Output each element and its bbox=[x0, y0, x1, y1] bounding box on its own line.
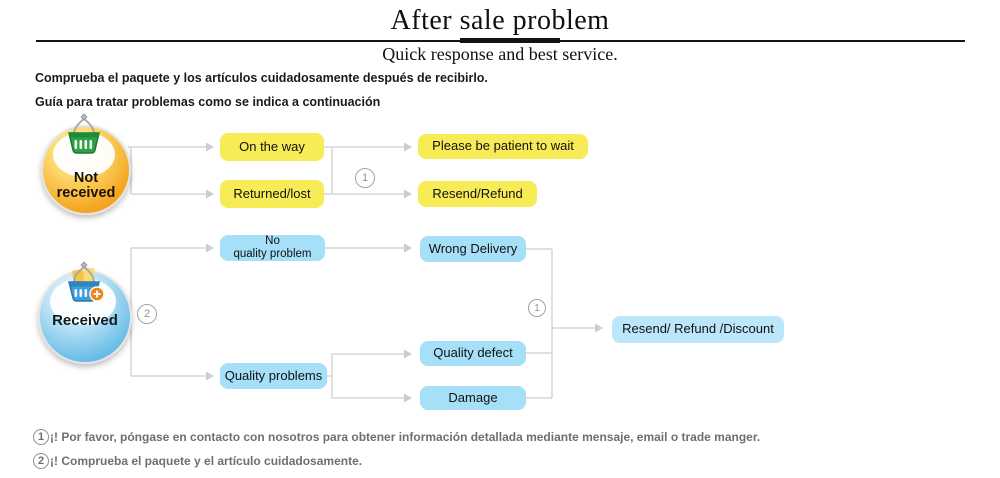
step-marker-2: 2 bbox=[137, 304, 157, 324]
title-underline-accent bbox=[460, 38, 560, 43]
footnote-1-text: ¡! Por favor, póngase en contacto con no… bbox=[50, 430, 761, 444]
node-please-be-patient: Please be patient to wait bbox=[418, 134, 588, 159]
node-wrong-delivery: Wrong Delivery bbox=[420, 236, 526, 262]
shopping-basket-add-icon bbox=[68, 261, 105, 302]
node-on-the-way: On the way bbox=[220, 133, 324, 161]
node-returned-lost: Returned/lost bbox=[220, 180, 324, 208]
page-subtitle: Quick response and best service. bbox=[382, 44, 618, 64]
step-marker-1: 1 bbox=[355, 168, 375, 188]
received-label: Received bbox=[52, 312, 118, 329]
footnote-2-text: ¡! Comprueba el paquete y el artículo cu… bbox=[50, 454, 363, 468]
intro-line-1: Comprueba el paquete y los artículos cui… bbox=[35, 71, 488, 85]
node-quality-problems: Quality problems bbox=[220, 363, 327, 389]
node-resend-refund-discount: Resend/ Refund /Discount bbox=[612, 316, 784, 343]
step-marker-1-merge: 1 bbox=[528, 299, 546, 317]
page-title: After sale problem bbox=[390, 5, 610, 36]
footnote-1: 1 ¡! Por favor, póngase en contacto con … bbox=[33, 429, 760, 445]
shopping-basket-icon bbox=[68, 113, 100, 154]
node-quality-defect: Quality defect bbox=[420, 341, 526, 366]
node-no-quality-problem: No quality problem bbox=[220, 235, 325, 261]
footnote-2-marker: 2 bbox=[33, 453, 49, 469]
footnote-2: 2 ¡! Comprueba el paquete y el artículo … bbox=[33, 453, 362, 469]
not-received-label: Not received bbox=[56, 170, 116, 202]
intro-line-2: Guía para tratar problemas como se indic… bbox=[35, 95, 381, 109]
node-resend-refund: Resend/Refund bbox=[418, 181, 537, 207]
footnote-1-marker: 1 bbox=[33, 429, 49, 445]
node-damage: Damage bbox=[420, 386, 526, 410]
